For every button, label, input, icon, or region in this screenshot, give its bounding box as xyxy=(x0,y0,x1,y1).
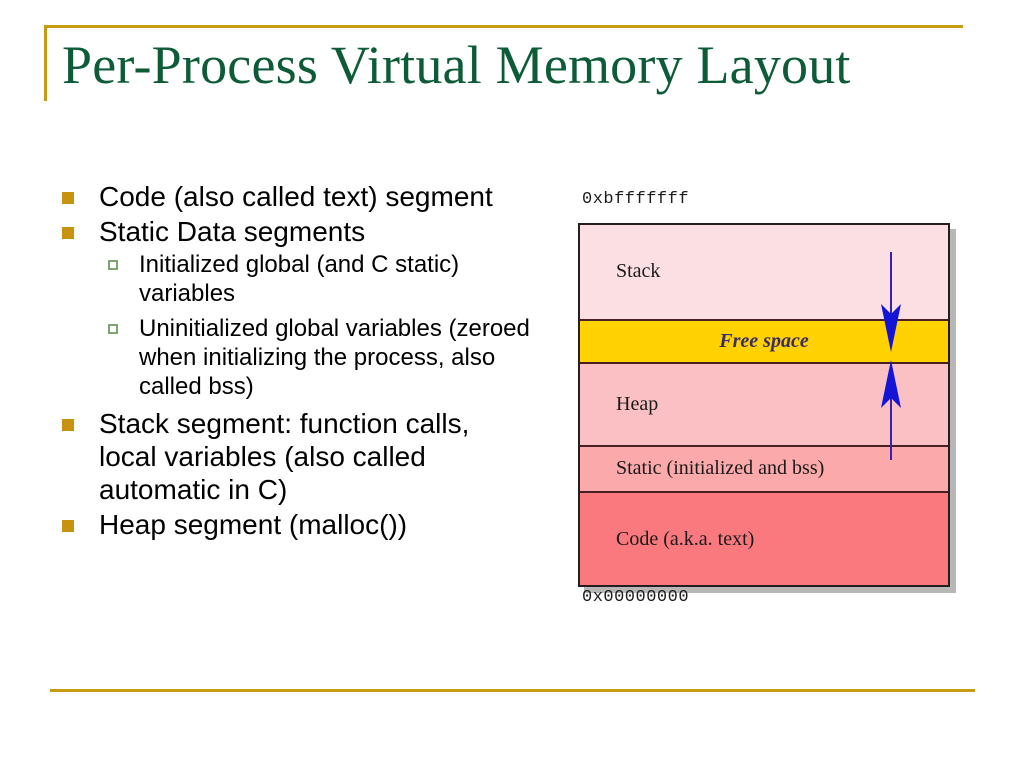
bullet-text: Static Data segments xyxy=(99,216,366,247)
memory-band-label: Static (initialized and bss) xyxy=(616,457,825,480)
sub-bullet-square-icon xyxy=(108,260,118,270)
bullet-item: Code (also called text) segment xyxy=(62,180,532,213)
bullet-text: Uninitialized global variables (zeroed w… xyxy=(139,315,530,400)
bullet-item: Stack segment: function calls, local var… xyxy=(62,407,532,506)
sub-bullet-item: Uninitialized global variables (zeroed w… xyxy=(108,314,532,401)
sub-bullet-square-icon xyxy=(108,324,118,334)
address-label-top: 0xbfffffff xyxy=(582,190,690,209)
memory-band-label: Stack xyxy=(616,260,661,283)
bullet-item: Static Data segments xyxy=(62,215,532,248)
bullet-text: Code (also called text) segment xyxy=(99,181,493,212)
memory-band-label: Code (a.k.a. text) xyxy=(616,527,755,550)
bullet-square-icon xyxy=(62,419,74,431)
memory-band-label: Heap xyxy=(616,392,659,415)
slide-frame-bottom-rule xyxy=(50,689,975,692)
heap-grows-up-arrow xyxy=(881,360,901,460)
bullet-text: Stack segment: function calls, local var… xyxy=(99,408,470,505)
memory-band-label: Free space xyxy=(719,329,809,352)
memory-band-heap: Heap xyxy=(580,361,948,445)
memory-band-code: Code (a.k.a. text) xyxy=(580,491,948,585)
bullet-text: Heap segment (malloc()) xyxy=(99,509,408,540)
bullet-item: Heap segment (malloc()) xyxy=(62,508,532,541)
slide-frame-top-rule xyxy=(44,25,963,28)
memory-band-static: Static (initialized and bss) xyxy=(580,444,948,492)
bullet-square-icon xyxy=(62,520,74,532)
memory-band-stack: Stack xyxy=(580,225,948,319)
bullet-text: Initialized global (and C static) variab… xyxy=(139,251,460,307)
address-label-bottom: 0x00000000 xyxy=(582,588,690,607)
bullet-square-icon xyxy=(62,192,74,204)
bullet-square-icon xyxy=(62,227,74,239)
slide-frame-left-rule xyxy=(44,25,47,101)
stack-grows-down-arrow xyxy=(881,252,901,352)
page-title: Per-Process Virtual Memory Layout xyxy=(62,35,851,95)
sub-bullet-item: Initialized global (and C static) variab… xyxy=(108,250,532,308)
